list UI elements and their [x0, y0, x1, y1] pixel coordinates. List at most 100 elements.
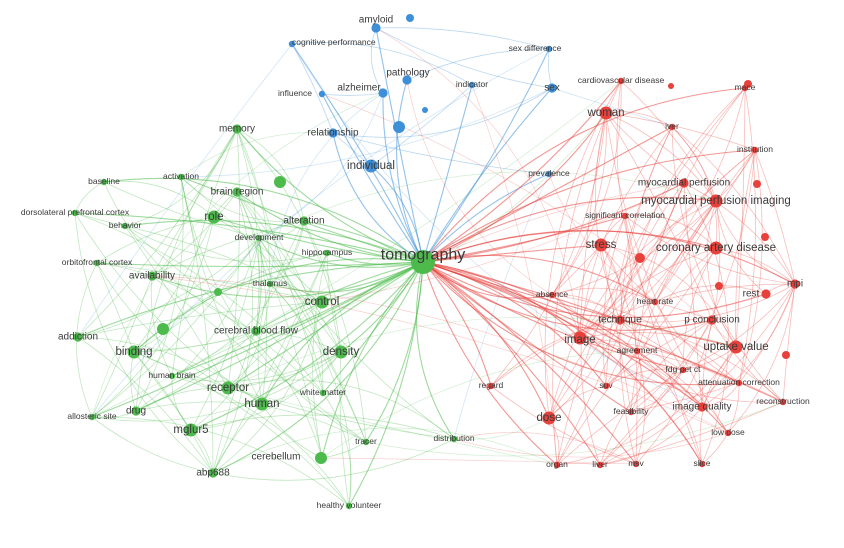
network-edge	[579, 87, 746, 339]
node-orbitofrontal-cortex[interactable]	[93, 259, 101, 267]
network-node	[157, 323, 169, 335]
node-slice[interactable]	[698, 460, 706, 468]
node-institution[interactable]	[751, 146, 759, 154]
node-sex[interactable]	[547, 83, 557, 93]
node-stress[interactable]	[594, 238, 608, 252]
node-technique[interactable]	[615, 315, 625, 325]
network-edge	[190, 261, 424, 431]
node-image[interactable]	[573, 331, 587, 345]
node-mglur5[interactable]	[184, 423, 198, 437]
node-msv[interactable]	[632, 460, 640, 468]
node-thalamus[interactable]	[266, 280, 274, 288]
node-cerebral-blood-flow[interactable]	[251, 326, 261, 336]
node-individual[interactable]	[364, 159, 378, 173]
node-cardiovascular-disease[interactable]	[617, 77, 625, 85]
node-amyloid[interactable]	[371, 23, 381, 33]
node-attenuation-correction[interactable]	[735, 379, 743, 387]
node-tracer[interactable]	[362, 438, 370, 446]
network-edge	[150, 275, 173, 377]
node-abp688[interactable]	[208, 468, 218, 478]
node-prevalence[interactable]	[545, 170, 553, 178]
node-distribution[interactable]	[450, 435, 458, 443]
network-edge	[715, 200, 796, 285]
node-iver[interactable]	[668, 123, 676, 131]
node-image-quality[interactable]	[697, 402, 707, 412]
network-edge	[212, 427, 558, 474]
node-hippocampus[interactable]	[323, 249, 331, 257]
node-fdg-pet-ct[interactable]	[679, 366, 687, 374]
node-healthy-volunteer[interactable]	[345, 502, 353, 510]
network-edge	[332, 132, 550, 175]
label-institution: institution	[737, 144, 773, 154]
node-woman[interactable]	[599, 106, 613, 120]
node-cognitive-performance[interactable]	[288, 40, 296, 48]
node-influence[interactable]	[318, 90, 326, 98]
node-tomography[interactable]	[411, 250, 435, 274]
node-control[interactable]	[315, 295, 329, 309]
node-liver[interactable]	[596, 461, 604, 469]
node-memory[interactable]	[232, 124, 242, 134]
node-coronary-artery-disease[interactable]	[709, 241, 723, 255]
label-cardiovascular-disease: cardiovascular disease	[578, 75, 665, 85]
node-behavior[interactable]	[121, 222, 129, 230]
node-regard[interactable]	[487, 382, 495, 390]
node-development[interactable]	[255, 234, 263, 242]
node-brain-region[interactable]	[232, 187, 242, 197]
node-suv[interactable]	[602, 382, 610, 390]
label-brain-region: brain region	[211, 187, 264, 198]
network-edge	[151, 275, 729, 434]
node-absence[interactable]	[548, 291, 556, 299]
label-human-brain: human brain	[148, 370, 196, 380]
node-baseline[interactable]	[100, 178, 108, 186]
node-low-dose[interactable]	[724, 429, 732, 437]
network-edge	[701, 319, 713, 408]
node-mace[interactable]	[741, 84, 749, 92]
node-indicator[interactable]	[468, 81, 476, 89]
node-relationship[interactable]	[328, 128, 338, 138]
node-activation[interactable]	[177, 173, 185, 181]
node-cerebellum[interactable]	[317, 453, 327, 463]
label-white-matter: white matter	[299, 387, 346, 397]
node-significant-correlation[interactable]	[621, 212, 629, 220]
node-role[interactable]	[207, 210, 221, 224]
node-allosteric-site[interactable]	[88, 413, 96, 421]
network-edge	[600, 244, 622, 321]
node-mpi[interactable]	[790, 279, 800, 289]
label-pathology: pathology	[386, 68, 429, 79]
node-binding[interactable]	[127, 345, 141, 359]
node-rest[interactable]	[761, 289, 771, 299]
node-agreement[interactable]	[633, 347, 641, 355]
network-edge	[600, 244, 632, 413]
node-human-brain[interactable]	[168, 372, 176, 380]
label-indicator: indicator	[456, 79, 488, 89]
node-drug[interactable]	[131, 406, 141, 416]
node-human[interactable]	[255, 397, 269, 411]
network-edge	[630, 350, 642, 413]
node-alzheimer[interactable]	[378, 88, 388, 98]
node-availability[interactable]	[147, 271, 157, 281]
network-edge	[321, 182, 685, 303]
node-reconstruction[interactable]	[779, 398, 787, 406]
node-alteration[interactable]	[299, 216, 309, 226]
node-feasibility[interactable]	[627, 408, 635, 416]
network-edge	[212, 191, 253, 474]
node-myocardial-perfusion-imaging[interactable]	[709, 194, 723, 208]
node-dose[interactable]	[542, 411, 556, 425]
network-edge	[422, 254, 656, 303]
network-edge	[682, 247, 717, 371]
node-heart-rate[interactable]	[651, 298, 659, 306]
node-pathology[interactable]	[402, 75, 412, 85]
node-uptake-value[interactable]	[729, 340, 743, 354]
node-dorsolateral-prefrontal-cortex[interactable]	[71, 209, 79, 217]
node-receptor[interactable]	[221, 381, 235, 395]
node-myocardial-perfusion[interactable]	[679, 178, 689, 188]
network-edge	[321, 92, 384, 96]
node-sex-difference[interactable]	[545, 45, 553, 53]
node-organ[interactable]	[553, 461, 561, 469]
node-density[interactable]	[334, 345, 348, 359]
network-edge	[227, 316, 737, 389]
network-edge	[124, 225, 323, 303]
node-addiction[interactable]	[73, 332, 83, 342]
node-p-conclusion[interactable]	[707, 315, 717, 325]
node-white-matter[interactable]	[319, 389, 327, 397]
